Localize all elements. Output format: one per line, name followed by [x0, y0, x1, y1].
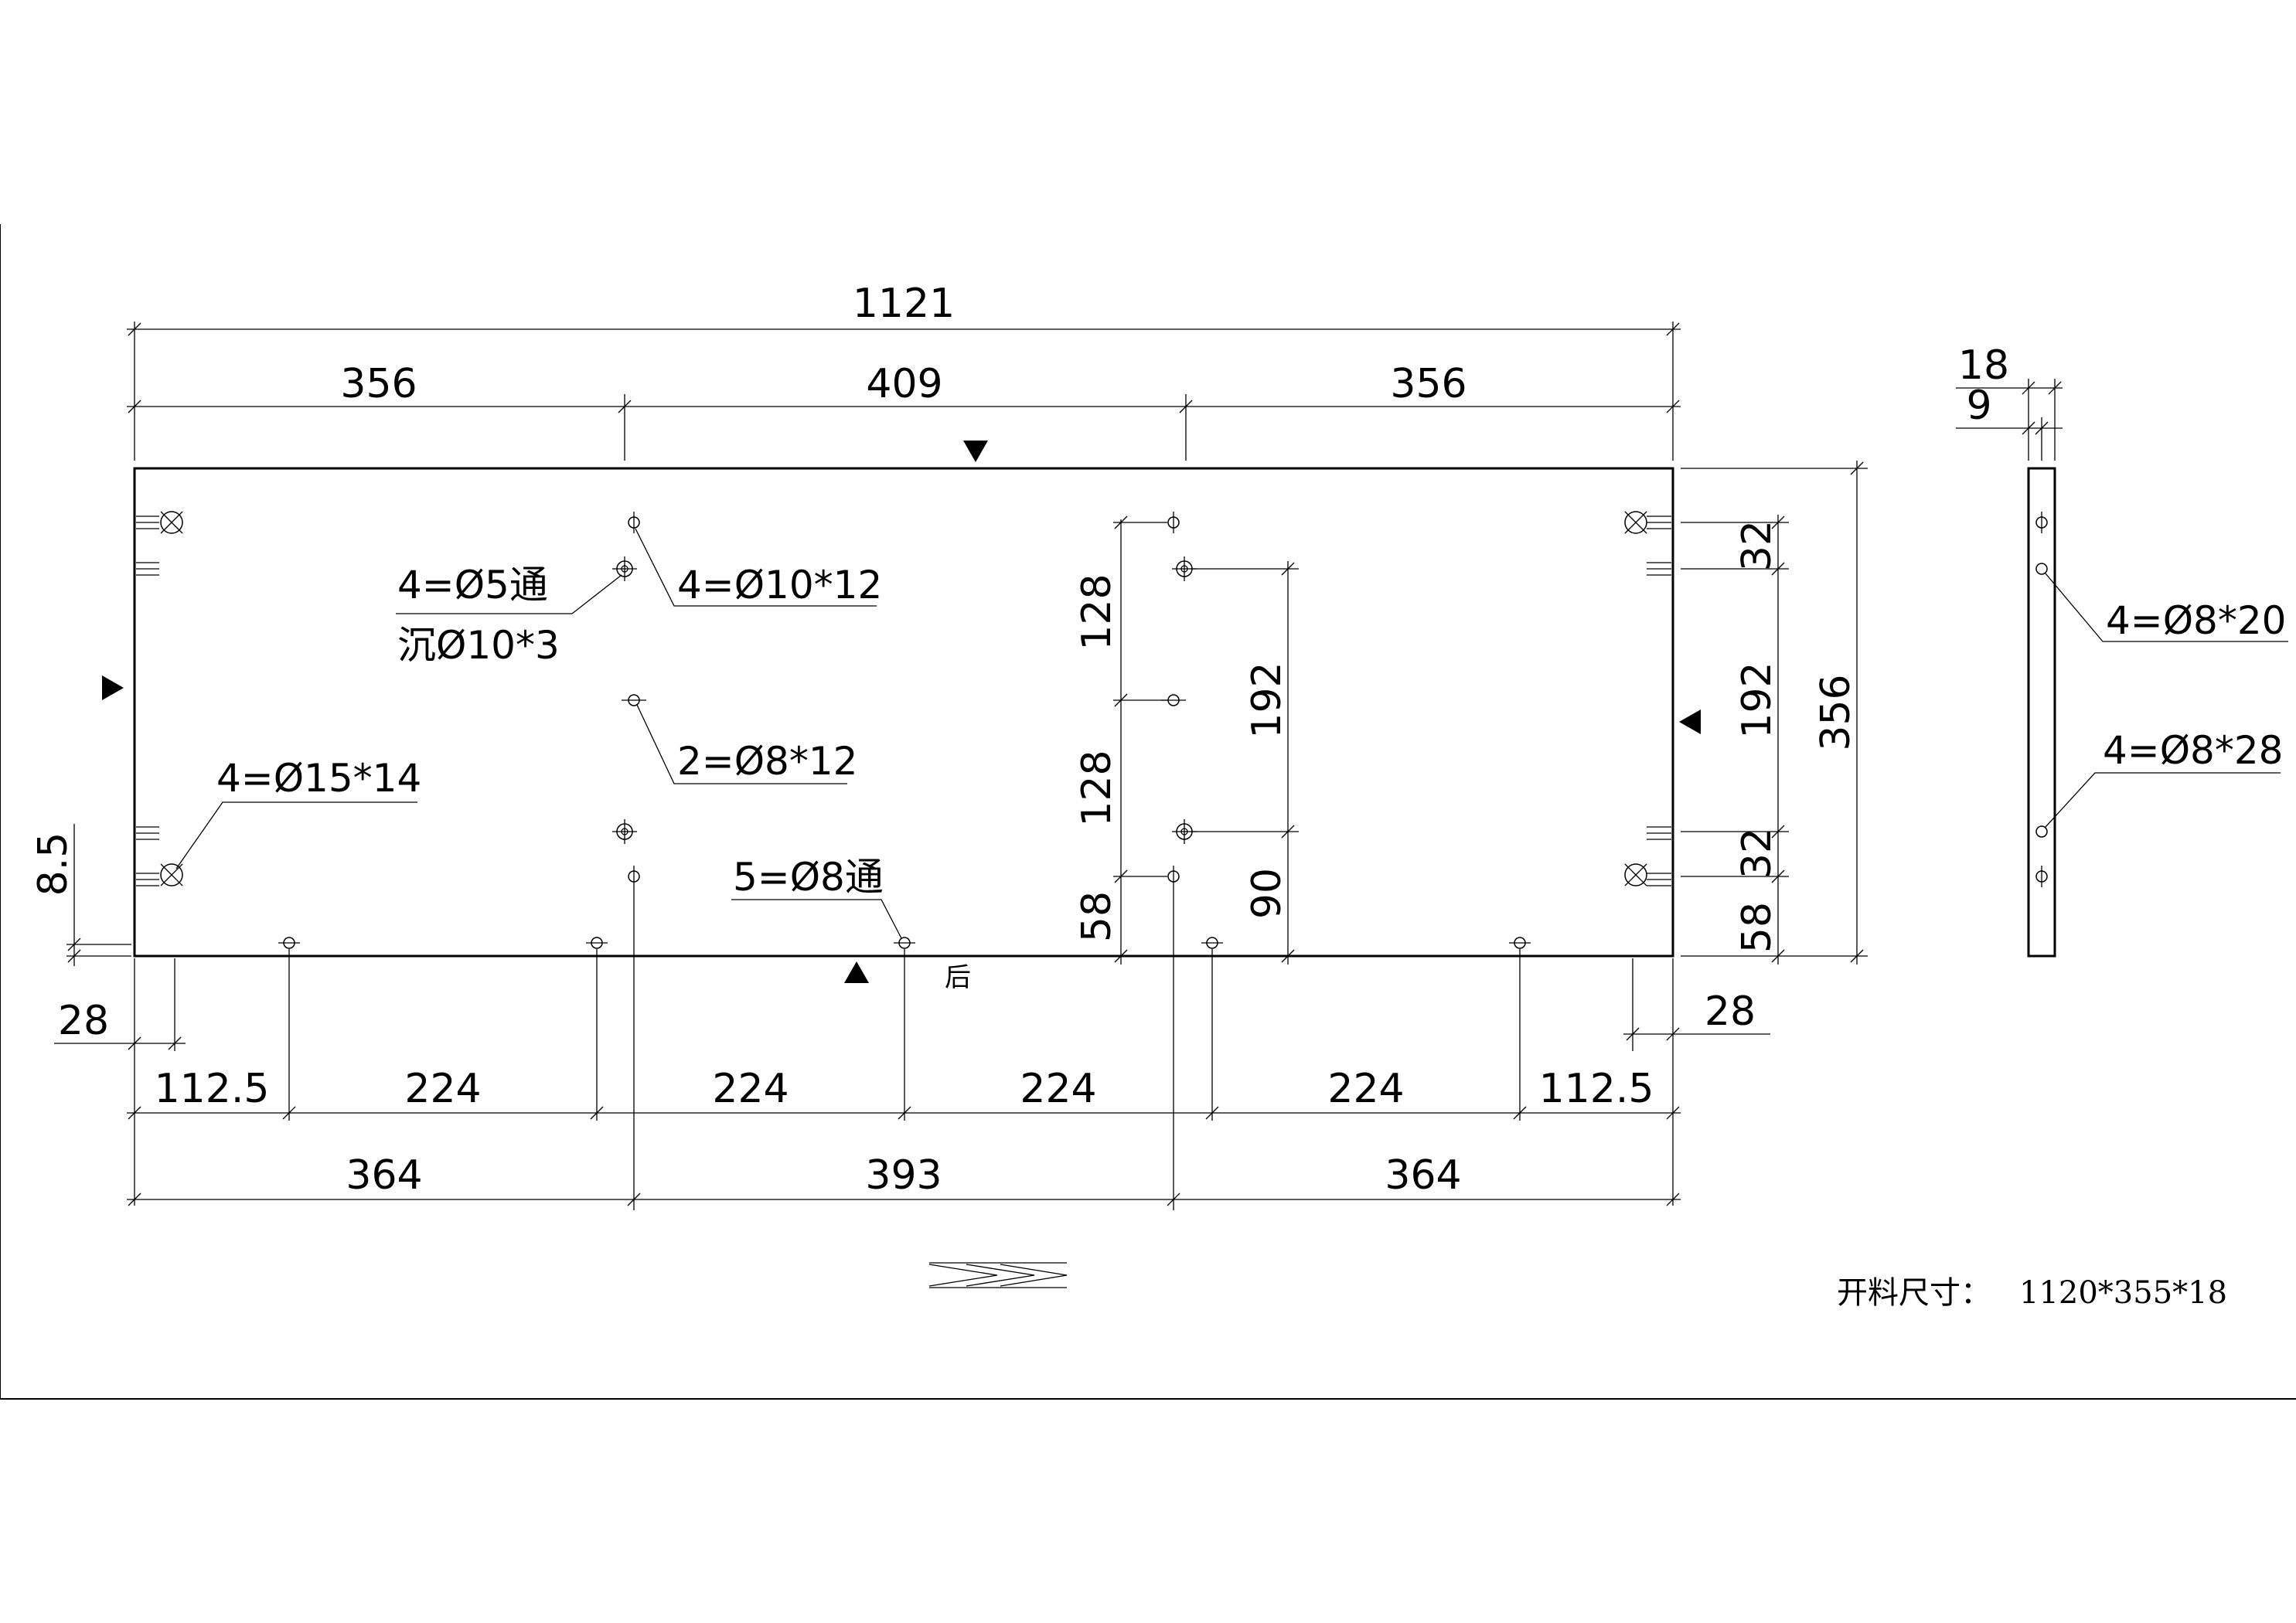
- main-panel: [133, 467, 1674, 958]
- dim-text-28-right: 28: [1705, 988, 1756, 1035]
- dim-text-224-a: 224: [404, 1066, 481, 1112]
- hole-icon: [2035, 866, 2048, 887]
- dim-text-top-mid: 409: [866, 361, 942, 407]
- countersunk-hole-icon: [612, 556, 637, 581]
- dim-text-1121: 1121: [853, 281, 955, 327]
- dim-bottom-row2: 364 393 364: [127, 887, 1681, 1210]
- dim-overall-width: 1121: [127, 281, 1681, 461]
- dim-text-192-mid: 192: [1244, 662, 1290, 738]
- dim-text-18: 18: [1958, 342, 2009, 389]
- note-side-8x20: 4=Ø8*20: [2106, 598, 2287, 643]
- dim-text-224-c: 224: [1020, 1066, 1096, 1112]
- triangle-up-icon: [844, 961, 869, 983]
- dim-text-32b: 32: [1734, 828, 1780, 879]
- hole-icon: [1161, 694, 1186, 706]
- note-countersink: 沉Ø10*3: [397, 623, 560, 668]
- hole-icon: [2035, 512, 2048, 533]
- dim-text-28-left: 28: [58, 998, 109, 1044]
- cutting-size-value: 1120*355*18: [2019, 1275, 2227, 1311]
- dim-text-58-mid: 58: [1074, 891, 1120, 942]
- small-holes: [278, 512, 1531, 949]
- side-view-dims: 18 9: [1956, 342, 2063, 461]
- dim-text-9: 9: [1966, 383, 1991, 429]
- dim-text-top-right: 356: [1390, 361, 1467, 407]
- dim-text-8-5: 8.5: [30, 832, 77, 897]
- dim-text-192-right: 192: [1734, 662, 1780, 738]
- hole-icon: [894, 937, 915, 949]
- side-view-holes: [2035, 512, 2048, 887]
- cam-holes: [160, 511, 1647, 886]
- note-hole-8x12: 2=Ø8*12: [677, 739, 858, 784]
- dim-text-90: 90: [1244, 868, 1290, 919]
- triangle-left-icon: [1679, 709, 1701, 734]
- note-hole-15x14: 4=Ø15*14: [216, 756, 421, 801]
- cam-hole-icon: [1624, 863, 1647, 886]
- dim-overall-height: 356: [1681, 461, 1868, 965]
- cutting-size-spec: 开料尺寸： 1120*355*18: [1837, 1275, 2227, 1311]
- hole-icon: [628, 866, 640, 887]
- dim-text-112-5-left: 112.5: [155, 1066, 270, 1112]
- hole-icon: [2035, 825, 2048, 838]
- dim-top-segments: 356 409 356: [127, 361, 1681, 461]
- sheet-frame: [0, 224, 2296, 1400]
- note-hole-10x12: 4=Ø10*12: [677, 563, 882, 607]
- cutting-size-label: 开料尺寸：: [1837, 1275, 1991, 1311]
- cam-hole-icon: [1624, 511, 1647, 534]
- note-through-hole: 4=Ø5通: [397, 563, 548, 607]
- hole-icon: [1167, 512, 1180, 533]
- dim-mid-vertical: 128 128 58: [1074, 515, 1167, 965]
- dim-left-edge: 8.5: [30, 824, 131, 966]
- note-through-8: 5=Ø8通: [733, 855, 884, 900]
- dim-offsets: 28 28: [54, 958, 1770, 1051]
- countersunk-hole-icon: [612, 819, 637, 844]
- dim-text-58-right: 58: [1734, 902, 1780, 953]
- cam-hole-icon: [160, 511, 183, 534]
- note-side-8x28: 4=Ø8*28: [2103, 728, 2284, 773]
- dim-bottom-row1: 112.5 224 224 224 224 112.5: [127, 949, 1681, 1206]
- dim-text-128b: 128: [1074, 750, 1120, 826]
- annotations: 4=Ø5通 沉Ø10*3 4=Ø10*12 2=Ø8*12 4=Ø15*14 5…: [175, 528, 971, 993]
- dim-text-364-left: 364: [346, 1152, 422, 1199]
- dim-text-112-5-right: 112.5: [1539, 1066, 1654, 1112]
- dim-right-vertical: 32 192 32 58: [1681, 515, 1789, 965]
- dim-text-224-b: 224: [712, 1066, 789, 1112]
- side-view-annotations: 4=Ø8*20 4=Ø8*28: [2045, 573, 2288, 828]
- triangle-down-icon: [963, 441, 988, 462]
- dim-text-128a: 128: [1074, 573, 1120, 650]
- dim-text-32a: 32: [1734, 520, 1780, 571]
- hole-icon: [278, 937, 300, 949]
- hole-icon: [586, 937, 608, 949]
- dim-text-393: 393: [865, 1152, 942, 1199]
- dim-text-356-height: 356: [1813, 674, 1859, 750]
- edge-drill-marks: [136, 515, 1671, 886]
- hole-icon: [2035, 563, 2048, 575]
- orientation-markers: [102, 441, 1701, 983]
- grain-direction-icon: [928, 1262, 1068, 1288]
- dim-text-224-d: 224: [1327, 1066, 1404, 1112]
- dim-mid-192-90: 192 90: [1191, 561, 1299, 965]
- back-label: 后: [945, 962, 971, 993]
- triangle-right-icon: [102, 675, 124, 700]
- dim-text-top-left: 356: [340, 361, 417, 407]
- hole-icon: [628, 512, 640, 533]
- dim-text-364-right: 364: [1385, 1152, 1461, 1199]
- hole-icon: [1201, 937, 1223, 949]
- hole-icon: [1509, 937, 1531, 949]
- hole-icon: [622, 694, 646, 706]
- cam-hole-icon: [160, 863, 183, 886]
- side-view-panel: [2027, 467, 2056, 958]
- hole-icon: [1167, 866, 1180, 887]
